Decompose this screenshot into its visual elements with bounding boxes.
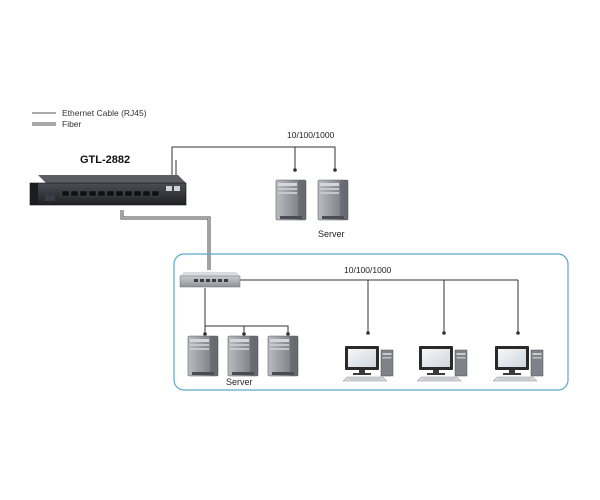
lan-speed-label: 10/100/1000	[344, 265, 392, 275]
lan-enclosure	[173, 253, 569, 391]
server-tower	[187, 335, 219, 377]
top-speed-label: 10/100/1000	[287, 130, 335, 140]
desktop-pc-icon	[492, 345, 544, 382]
desktop-pc-icon	[416, 345, 468, 382]
server-tower	[275, 179, 307, 221]
server-tower	[227, 335, 259, 377]
server-tower	[317, 179, 349, 221]
server-port-dot	[333, 168, 337, 172]
lan-ethernet-cables	[204, 279, 519, 334]
lan-server-label: Server	[226, 377, 253, 387]
fiber-cable	[120, 210, 211, 270]
server-tower	[267, 335, 299, 377]
server-port-dot	[293, 168, 297, 172]
lan-switch	[179, 272, 241, 288]
fiber-legend-label: Fiber	[62, 119, 82, 129]
lan-port-dots	[203, 331, 520, 336]
main-switch-title: GTL-2882	[80, 154, 131, 166]
top-server-label: Server	[318, 229, 345, 239]
top-ethernet-cables	[171, 146, 336, 185]
desktop-pc-icon	[342, 345, 394, 382]
main-switch	[29, 175, 187, 206]
ethernet-legend-label: Ethernet Cable (RJ45)	[62, 108, 147, 118]
